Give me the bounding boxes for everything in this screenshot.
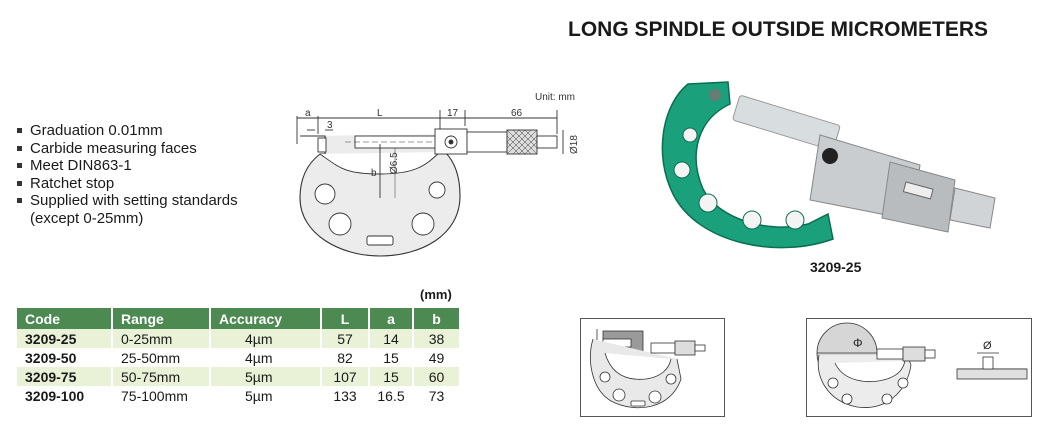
cell-accuracy: 5µm [210,386,322,405]
usage-diagram-depth [580,318,725,417]
cell-L: 57 [321,329,370,348]
cell-accuracy: 4µm [210,329,322,348]
dim-b-label: b [371,168,377,179]
page-title: LONG SPINDLE OUTSIDE MICROMETERS [568,18,989,41]
cell-accuracy: 4µm [210,348,322,367]
usage-diagram-diameter-graphic: Φ Ø [816,322,1028,408]
phi-label-left: Φ [853,336,863,350]
col-header-L: L [321,308,370,329]
cell-range: 25-50mm [112,348,211,367]
dim-d18-label: Ø18 [569,135,580,154]
table-row: 3209-25 0-25mm 4µm 57 14 38 [17,329,459,348]
dim-a-label: a [305,108,311,119]
feature-item: Graduation 0.01mm [16,122,238,140]
product-photo [661,81,996,249]
col-header-code: Code [17,308,113,329]
cell-a: 15 [369,367,414,386]
table-row: 3209-100 75-100mm 5µm 133 16.5 73 [17,386,459,405]
dim-66-label: 66 [511,108,523,119]
cell-accuracy: 5µm [210,367,322,386]
cell-b: 49 [413,348,459,367]
cell-range: 50-75mm [112,367,211,386]
cell-b: 38 [413,329,459,348]
cell-L: 133 [321,386,370,405]
table-row: 3209-75 50-75mm 5µm 107 15 60 [17,367,459,386]
dim-17-label: 17 [447,108,459,119]
feature-item: Ratchet stop [16,175,238,193]
feature-item-continuation: (except 0-25mm) [30,209,144,227]
photo-caption: 3209-25 [810,259,862,275]
cell-L: 107 [321,367,370,386]
usage-diagram-diameter: Φ Ø [806,318,1032,417]
feature-list: Graduation 0.01mm Carbide measuring face… [16,122,238,227]
usage-diagram-depth-graphic [590,329,706,409]
col-header-range: Range [112,308,211,329]
cell-code: 3209-25 [17,329,113,348]
cell-a: 14 [369,329,414,348]
cell-code: 3209-100 [17,386,113,405]
col-header-accuracy: Accuracy [210,308,322,329]
cell-a: 15 [369,348,414,367]
feature-item: Carbide measuring faces [16,140,238,158]
cell-b: 73 [413,386,459,405]
cell-code: 3209-75 [17,367,113,386]
phi-label-right: Ø [983,340,992,352]
table-unit-note: (mm) [420,287,452,302]
cell-a: 16.5 [369,386,414,405]
col-header-a: a [369,308,414,329]
dim-3-label: 3 [327,120,333,131]
drawing-unit-label: Unit: mm [535,92,575,103]
spec-table: Code Range Accuracy L a b 3209-25 0-25mm… [17,308,459,405]
feature-item: Supplied with setting standards [16,192,238,210]
cell-L: 82 [321,348,370,367]
table-row: 3209-50 25-50mm 4µm 82 15 49 [17,348,459,367]
dim-L-label: L [377,108,383,119]
col-header-b: b [413,308,459,329]
cell-range: 75-100mm [112,386,211,405]
cell-b: 60 [413,367,459,386]
technical-drawing: Unit: mm a L 17 66 3 b Ø6.5 Ø18 [296,92,580,257]
dim-d65-label: Ø6.5 [389,152,400,174]
cell-code: 3209-50 [17,348,113,367]
table-header-row: Code Range Accuracy L a b [17,308,459,329]
feature-item: Meet DIN863-1 [16,157,238,175]
cell-range: 0-25mm [112,329,211,348]
